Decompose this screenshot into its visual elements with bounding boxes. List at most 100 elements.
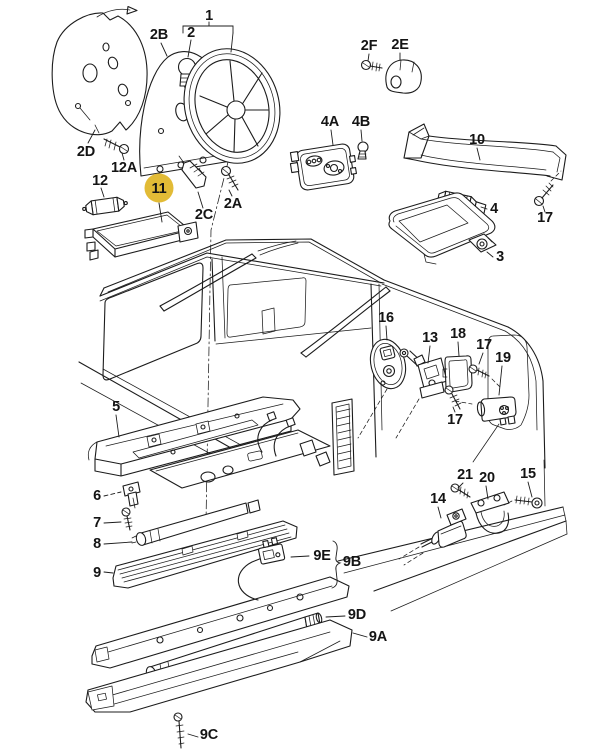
callout-14[interactable]: 14 [430,491,446,507]
callout-16[interactable]: 16 [378,310,394,326]
callout-20[interactable]: 20 [479,470,495,486]
callout-5[interactable]: 5 [112,399,120,415]
callout-9b[interactable]: 9B [343,554,361,570]
callout-12[interactable]: 12 [92,173,108,189]
rotation-arrow-icon [126,5,138,15]
callout-12a[interactable]: 12A [111,160,138,176]
callout-2a[interactable]: 2A [224,196,243,212]
callout-6[interactable]: 6 [93,488,101,504]
lamp-carrier-plate-with-cables [149,411,331,489]
part-3-cargo-lamp [388,192,497,265]
part-10-bracket [403,123,567,181]
svg-text:16: 16 [378,310,394,326]
svg-text:12: 12 [92,173,108,189]
callout-9c[interactable]: 9C [200,727,219,743]
callout-17-mid[interactable]: 17 [476,337,492,353]
callout-8[interactable]: 8 [93,536,101,552]
highlight-circle [144,173,174,203]
callout-9a[interactable]: 9A [369,629,388,645]
part-13-contact-switch [399,348,448,399]
svg-text:8: 8 [93,536,101,552]
callout-10[interactable]: 10 [469,132,485,148]
svg-text:9B: 9B [343,554,361,570]
part-9-lens [112,520,298,589]
svg-text:15: 15 [520,466,536,482]
part-12-festoon-bulb [82,196,128,216]
callout-21[interactable]: 21 [457,467,473,483]
svg-text:9A: 9A [369,629,388,645]
part-1-dome-lamp-grille [183,48,281,164]
callout-9d[interactable]: 9D [348,607,366,623]
part-17-screw-mid-right [468,364,501,388]
callout-4a[interactable]: 4A [321,114,340,130]
callout-9e[interactable]: 9E [313,548,331,564]
svg-text:19: 19 [495,350,511,366]
callout-17-top-right[interactable]: 17 [537,210,553,226]
callout-2e[interactable]: 2E [391,37,409,53]
svg-text:11: 11 [152,181,167,197]
svg-text:9E: 9E [313,548,331,564]
svg-text:7: 7 [93,515,101,531]
callout-4[interactable]: 4 [490,201,498,217]
mounting-projection-lines [357,388,473,439]
callout-18[interactable]: 18 [450,326,466,342]
part-8-fluorescent-tube [131,499,261,546]
svg-text:5: 5 [112,399,120,415]
part-16-grommet [369,338,407,390]
svg-text:1: 1 [205,8,213,24]
svg-text:6: 6 [93,488,101,504]
svg-text:2A: 2A [224,196,243,212]
part-12a-screw [103,138,130,155]
svg-text:12A: 12A [111,160,138,176]
callout-13[interactable]: 13 [422,330,438,346]
svg-text:9D: 9D [348,607,366,623]
callout-2c[interactable]: 2C [195,207,214,223]
callout-15[interactable]: 15 [520,466,536,482]
svg-text:21: 21 [457,467,473,483]
part-4a-lamp-housing [289,143,357,191]
part-9e-switch [258,537,286,565]
callout-labels: 1 2 2B 2D 12A 12 11 2C 2A 2F 2E 4A 4B 10… [77,8,553,743]
callout-1[interactable]: 1 [205,8,213,24]
callout-2b[interactable]: 2B [150,27,168,43]
callout-11-highlighted[interactable]: 11 [144,173,174,203]
callout-2[interactable]: 2 [187,25,195,41]
part-6-bracket [122,481,141,509]
svg-text:2E: 2E [391,37,409,53]
part-2f-screw [360,59,383,72]
part-2d-mounting-plate [51,5,148,136]
svg-text:2C: 2C [195,207,214,223]
svg-text:2: 2 [187,25,195,41]
svg-text:9: 9 [93,565,101,581]
part-21-screw [450,483,471,499]
part-9c-screw [173,712,185,749]
callout-4b[interactable]: 4B [352,114,370,130]
svg-text:2D: 2D [77,144,95,160]
svg-text:10: 10 [469,132,485,148]
part-15-screw [503,495,543,509]
svg-text:2B: 2B [150,27,168,43]
svg-text:3: 3 [496,249,504,265]
part-2c-bulb-socket [178,155,207,189]
part-19-switch [472,396,517,463]
part-4b-bulb [357,141,369,160]
callout-9[interactable]: 9 [93,565,101,581]
part-9a-housing [85,619,353,713]
svg-text:20: 20 [479,470,495,486]
svg-text:13: 13 [422,330,438,346]
callout-2d[interactable]: 2D [77,144,95,160]
svg-text:4: 4 [490,201,498,217]
svg-text:14: 14 [430,491,446,507]
part-7-screw [121,507,133,531]
callout-2f[interactable]: 2F [361,38,378,54]
svg-text:9C: 9C [200,727,219,743]
callout-17-low[interactable]: 17 [447,412,463,428]
svg-text:17: 17 [447,412,463,428]
part-9b-carrier-plate [91,557,350,669]
part-17-screw-top-right [533,170,562,207]
callout-7[interactable]: 7 [93,515,101,531]
callout-3[interactable]: 3 [496,249,504,265]
callout-19[interactable]: 19 [495,350,511,366]
